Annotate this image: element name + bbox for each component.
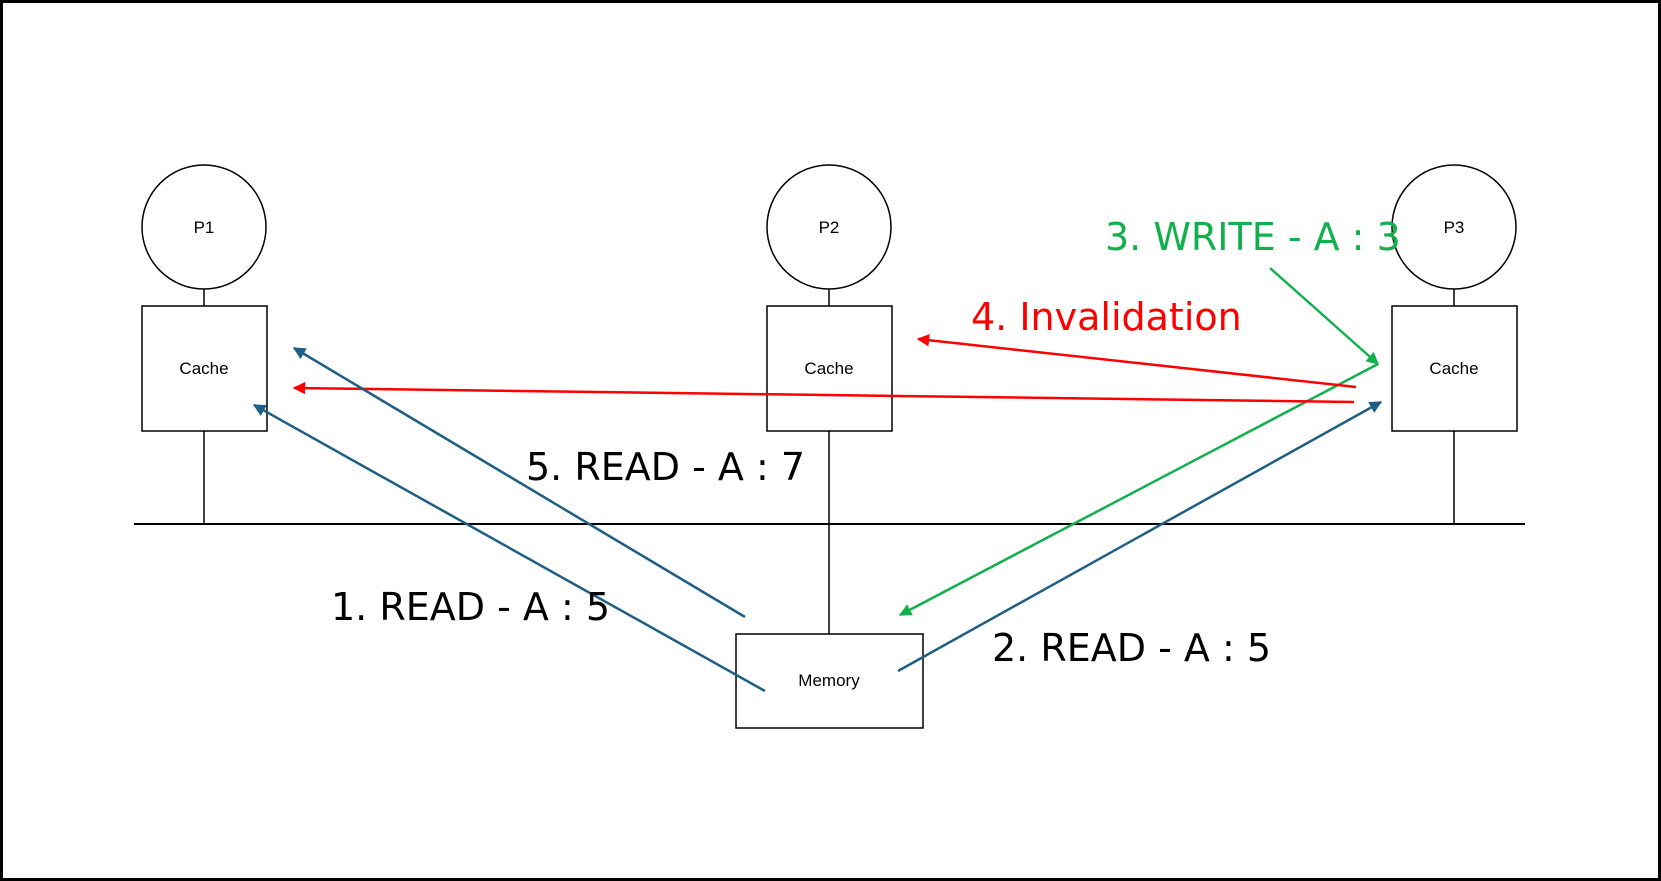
cache-label: Cache	[804, 359, 853, 378]
read-arrow-memory-to-p1	[252, 403, 766, 693]
processor-3: P3 Cache	[1391, 164, 1518, 524]
step-label-read-2: 2. READ - A : 5	[992, 626, 1271, 670]
read-arrow-memory-to-p1-second	[292, 346, 746, 619]
cache-label: Cache	[179, 359, 228, 378]
cache-label: Cache	[1429, 359, 1478, 378]
cache-box	[1391, 305, 1518, 432]
cache-box	[141, 305, 268, 432]
processor-1: P1 Cache	[141, 164, 268, 524]
memory-label: Memory	[798, 671, 860, 690]
memory-box	[735, 633, 924, 729]
step-label-write-3: 3. WRITE - A : 3	[1105, 215, 1401, 259]
step-label-read-1: 1. READ - A : 5	[331, 585, 610, 629]
invalidation-arrow-p3-to-p2	[916, 334, 1357, 389]
read-arrow-memory-to-p3	[897, 400, 1383, 673]
cache-box	[766, 305, 893, 432]
step-label-read-5: 5. READ - A : 7	[526, 445, 805, 489]
invalidation-arrow-p3-to-p1	[292, 381, 1355, 404]
memory-node: Memory	[735, 633, 924, 729]
write-arrow-p3-to-memory	[898, 362, 1379, 617]
processor-label: P1	[194, 218, 215, 237]
processor-2: P2 Cache	[766, 164, 893, 634]
processor-label: P3	[1444, 218, 1465, 237]
write-arrow-label-to-p3	[1269, 267, 1379, 365]
processor-label: P2	[819, 218, 840, 237]
step-label-invalidation-4: 4. Invalidation	[971, 295, 1242, 339]
